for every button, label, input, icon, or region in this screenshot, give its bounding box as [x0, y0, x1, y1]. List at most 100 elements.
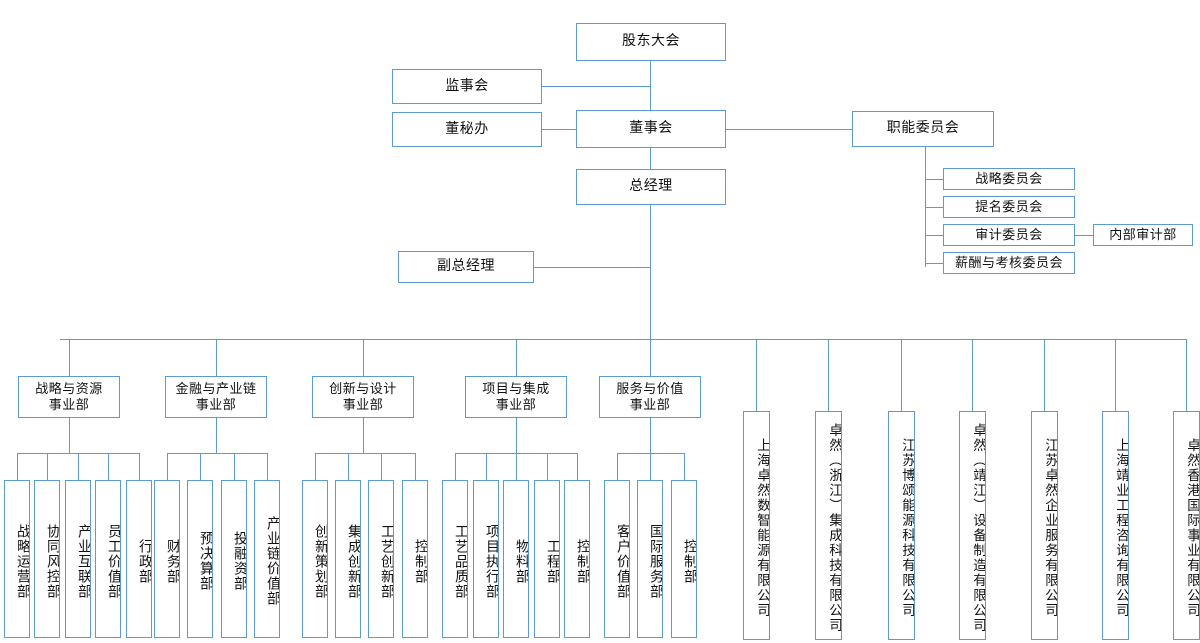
division-4-line1: 项目与集成 [482, 381, 550, 397]
connector-committee-remuneration [925, 263, 943, 264]
node-dept-budget[interactable]: 预决算部 [187, 480, 213, 638]
node-subsidiary-zhuoran-zhejiang-integration[interactable]: 卓然（浙江）集成科技有限公司 [815, 411, 842, 640]
node-functional-committees[interactable]: 职能委员会 [852, 111, 994, 147]
drop-division-4 [516, 339, 517, 376]
node-subsidiary-shanghai-zhuoran-digital-energy[interactable]: 上海卓然数智能源有限公司 [743, 411, 770, 640]
connector-board-to-committees [726, 129, 852, 130]
division-1-drop-2 [47, 453, 48, 480]
drop-subsidiary-5 [1044, 339, 1045, 411]
node-dept-process-quality[interactable]: 工艺品质部 [442, 480, 468, 638]
division-4-line2: 事业部 [495, 397, 537, 412]
division-5-drop-1 [617, 453, 618, 480]
node-division-1[interactable]: 战略与资源 事业部 [18, 376, 120, 418]
division-3-drop-1 [315, 453, 316, 480]
drop-division-2 [216, 339, 217, 376]
division-3-bus [315, 453, 415, 454]
drop-division-1 [69, 339, 70, 376]
division-1-drop-5 [139, 453, 140, 480]
node-general-manager[interactable]: 总经理 [576, 169, 726, 205]
division-4-drop-3 [516, 453, 517, 480]
division-4-drop-4 [547, 453, 548, 480]
node-subsidiary-jiangsu-zhuoran-enterprise-service[interactable]: 江苏卓然企业服务有限公司 [1031, 411, 1058, 640]
node-dept-international-service[interactable]: 国际服务部 [637, 480, 663, 638]
node-dept-strategy-operations[interactable]: 战略运营部 [4, 480, 30, 638]
node-dept-engineering[interactable]: 工程部 [534, 480, 560, 638]
node-dept-materials[interactable]: 物料部 [503, 480, 529, 638]
node-dept-customer-value[interactable]: 客户价值部 [604, 480, 630, 638]
connector-deputy-to-spine [534, 267, 650, 268]
node-subsidiary-zhuoran-jingjiang-equipment[interactable]: 卓然（靖江）设备制造有限公司 [959, 411, 986, 640]
division-4-drop-1 [455, 453, 456, 480]
connector-shareholders-to-board [650, 61, 651, 110]
node-internal-audit-department[interactable]: 内部审计部 [1093, 224, 1193, 246]
drop-subsidiary-6 [1115, 339, 1116, 411]
node-division-2[interactable]: 金融与产业链 事业部 [165, 376, 267, 418]
node-shareholders-meeting[interactable]: 股东大会 [576, 23, 726, 61]
node-dept-industry-internet[interactable]: 产业互联部 [65, 480, 91, 638]
node-dept-collaborative-risk[interactable]: 协同风控部 [34, 480, 60, 638]
division-3-drop-3 [381, 453, 382, 480]
division-1-line1: 战略与资源 [35, 381, 103, 397]
division-5-drop-2 [650, 453, 651, 480]
node-division-3[interactable]: 创新与设计 事业部 [312, 376, 414, 418]
node-committee-remuneration[interactable]: 薪酬与考核委员会 [943, 252, 1075, 274]
node-committee-strategy[interactable]: 战略委员会 [943, 168, 1075, 190]
connector-supervisory-to-spine [542, 86, 650, 87]
division-5-line2: 事业部 [629, 397, 671, 412]
connector-secretary-to-board [542, 129, 576, 130]
division-2-stem [216, 418, 217, 453]
node-subsidiary-shanghai-jingye-engineering-consulting[interactable]: 上海靖业工程咨询有限公司 [1102, 411, 1129, 640]
division-2-drop-4 [267, 453, 268, 480]
connector-committee-strategy [925, 179, 943, 180]
node-dept-control-design[interactable]: 控制部 [402, 480, 428, 638]
drop-division-5 [650, 339, 651, 376]
node-dept-control-project[interactable]: 控制部 [564, 480, 590, 638]
division-4-drop-2 [486, 453, 487, 480]
node-board-secretary-office[interactable]: 董秘办 [392, 112, 542, 147]
connector-board-to-gm [650, 148, 651, 169]
division-4-stem [516, 418, 517, 453]
node-division-4[interactable]: 项目与集成 事业部 [465, 376, 567, 418]
division-1-drop-4 [108, 453, 109, 480]
node-supervisory-board[interactable]: 监事会 [392, 69, 542, 104]
connector-committee-audit [925, 235, 943, 236]
node-dept-finance[interactable]: 财务部 [154, 480, 180, 638]
node-dept-project-execution[interactable]: 项目执行部 [473, 480, 499, 638]
node-dept-control-service[interactable]: 控制部 [671, 480, 697, 638]
node-dept-investment-financing[interactable]: 投融资部 [221, 480, 247, 638]
division-2-drop-3 [234, 453, 235, 480]
division-2-drop-2 [200, 453, 201, 480]
node-dept-integrated-innovation[interactable]: 集成创新部 [335, 480, 361, 638]
node-dept-innovation-planning[interactable]: 创新策划部 [302, 480, 328, 638]
node-committee-nomination[interactable]: 提名委员会 [943, 196, 1075, 218]
node-division-5[interactable]: 服务与价值 事业部 [599, 376, 701, 418]
division-3-line1: 创新与设计 [329, 381, 397, 397]
node-board-of-directors[interactable]: 董事会 [576, 110, 726, 148]
node-deputy-general-manager[interactable]: 副总经理 [398, 251, 534, 283]
division-2-drop-1 [167, 453, 168, 480]
drop-subsidiary-4 [972, 339, 973, 411]
division-3-drop-4 [415, 453, 416, 480]
connector-audit-to-internal-audit [1075, 235, 1093, 236]
division-4-drop-5 [577, 453, 578, 480]
division-1-line2: 事业部 [48, 397, 90, 412]
node-subsidiary-jiangsu-bosong-energy[interactable]: 江苏博颂能源科技有限公司 [888, 411, 915, 640]
node-dept-supply-chain-value[interactable]: 产业链价值部 [254, 480, 280, 638]
connector-gm-spine [650, 205, 651, 339]
drop-subsidiary-7 [1186, 339, 1187, 411]
drop-subsidiary-3 [901, 339, 902, 411]
node-committee-audit[interactable]: 审计委员会 [943, 224, 1075, 246]
division-2-line1: 金融与产业链 [175, 381, 257, 397]
division-2-bus [167, 453, 267, 454]
division-1-drop-1 [17, 453, 18, 480]
division-1-drop-3 [78, 453, 79, 480]
division-3-drop-2 [348, 453, 349, 480]
connector-committee-nomination [925, 207, 943, 208]
division-1-stem [69, 418, 70, 453]
node-dept-process-innovation[interactable]: 工艺创新部 [368, 480, 394, 638]
drop-division-3 [363, 339, 364, 376]
node-subsidiary-zhuoran-hongkong-international[interactable]: 卓然香港国际事业有限公司 [1173, 411, 1200, 640]
node-dept-administration[interactable]: 行政部 [126, 480, 152, 638]
node-dept-employee-value[interactable]: 员工价值部 [95, 480, 121, 638]
